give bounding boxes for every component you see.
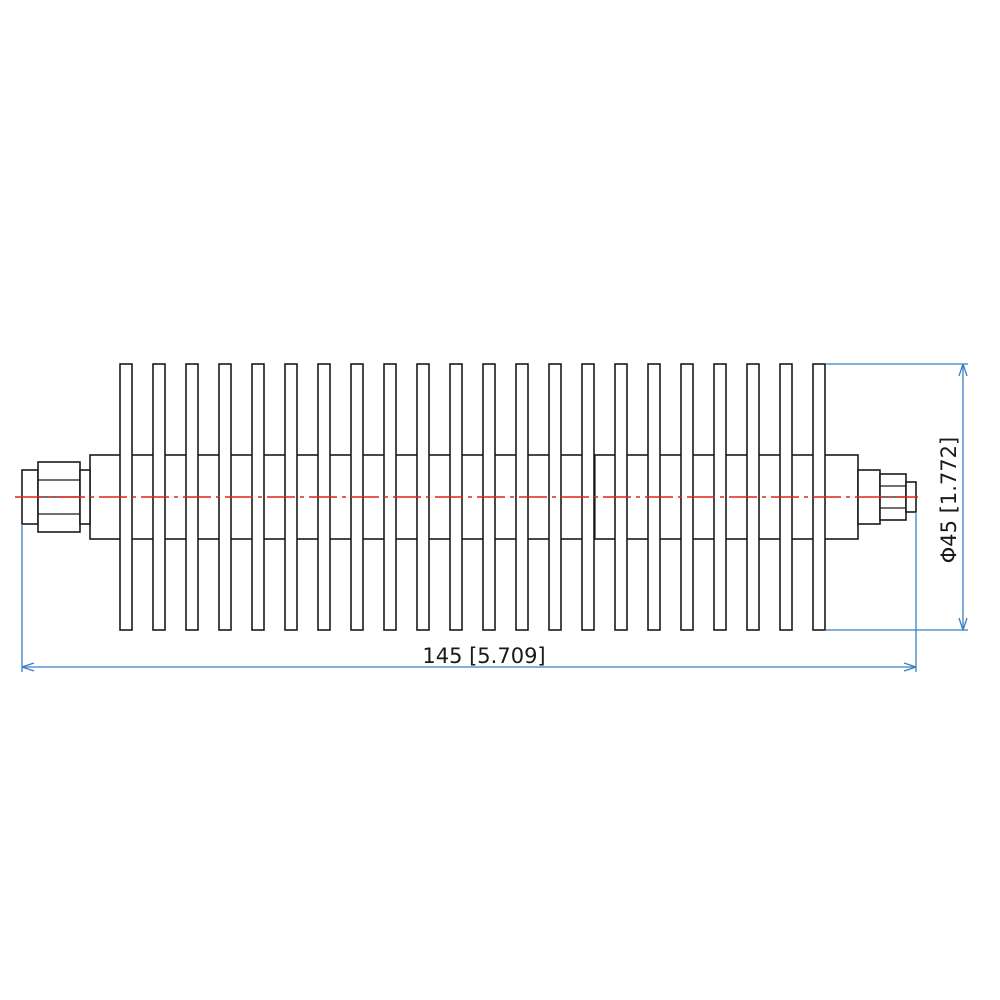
diameter-dimension-label: Φ45 [1.772] — [937, 437, 961, 563]
length-dimension-label: 145 [5.709] — [422, 644, 545, 668]
diameter-dimension: Φ45 [1.772] — [826, 363, 968, 631]
length-dimension: 145 [5.709] — [21, 512, 917, 672]
